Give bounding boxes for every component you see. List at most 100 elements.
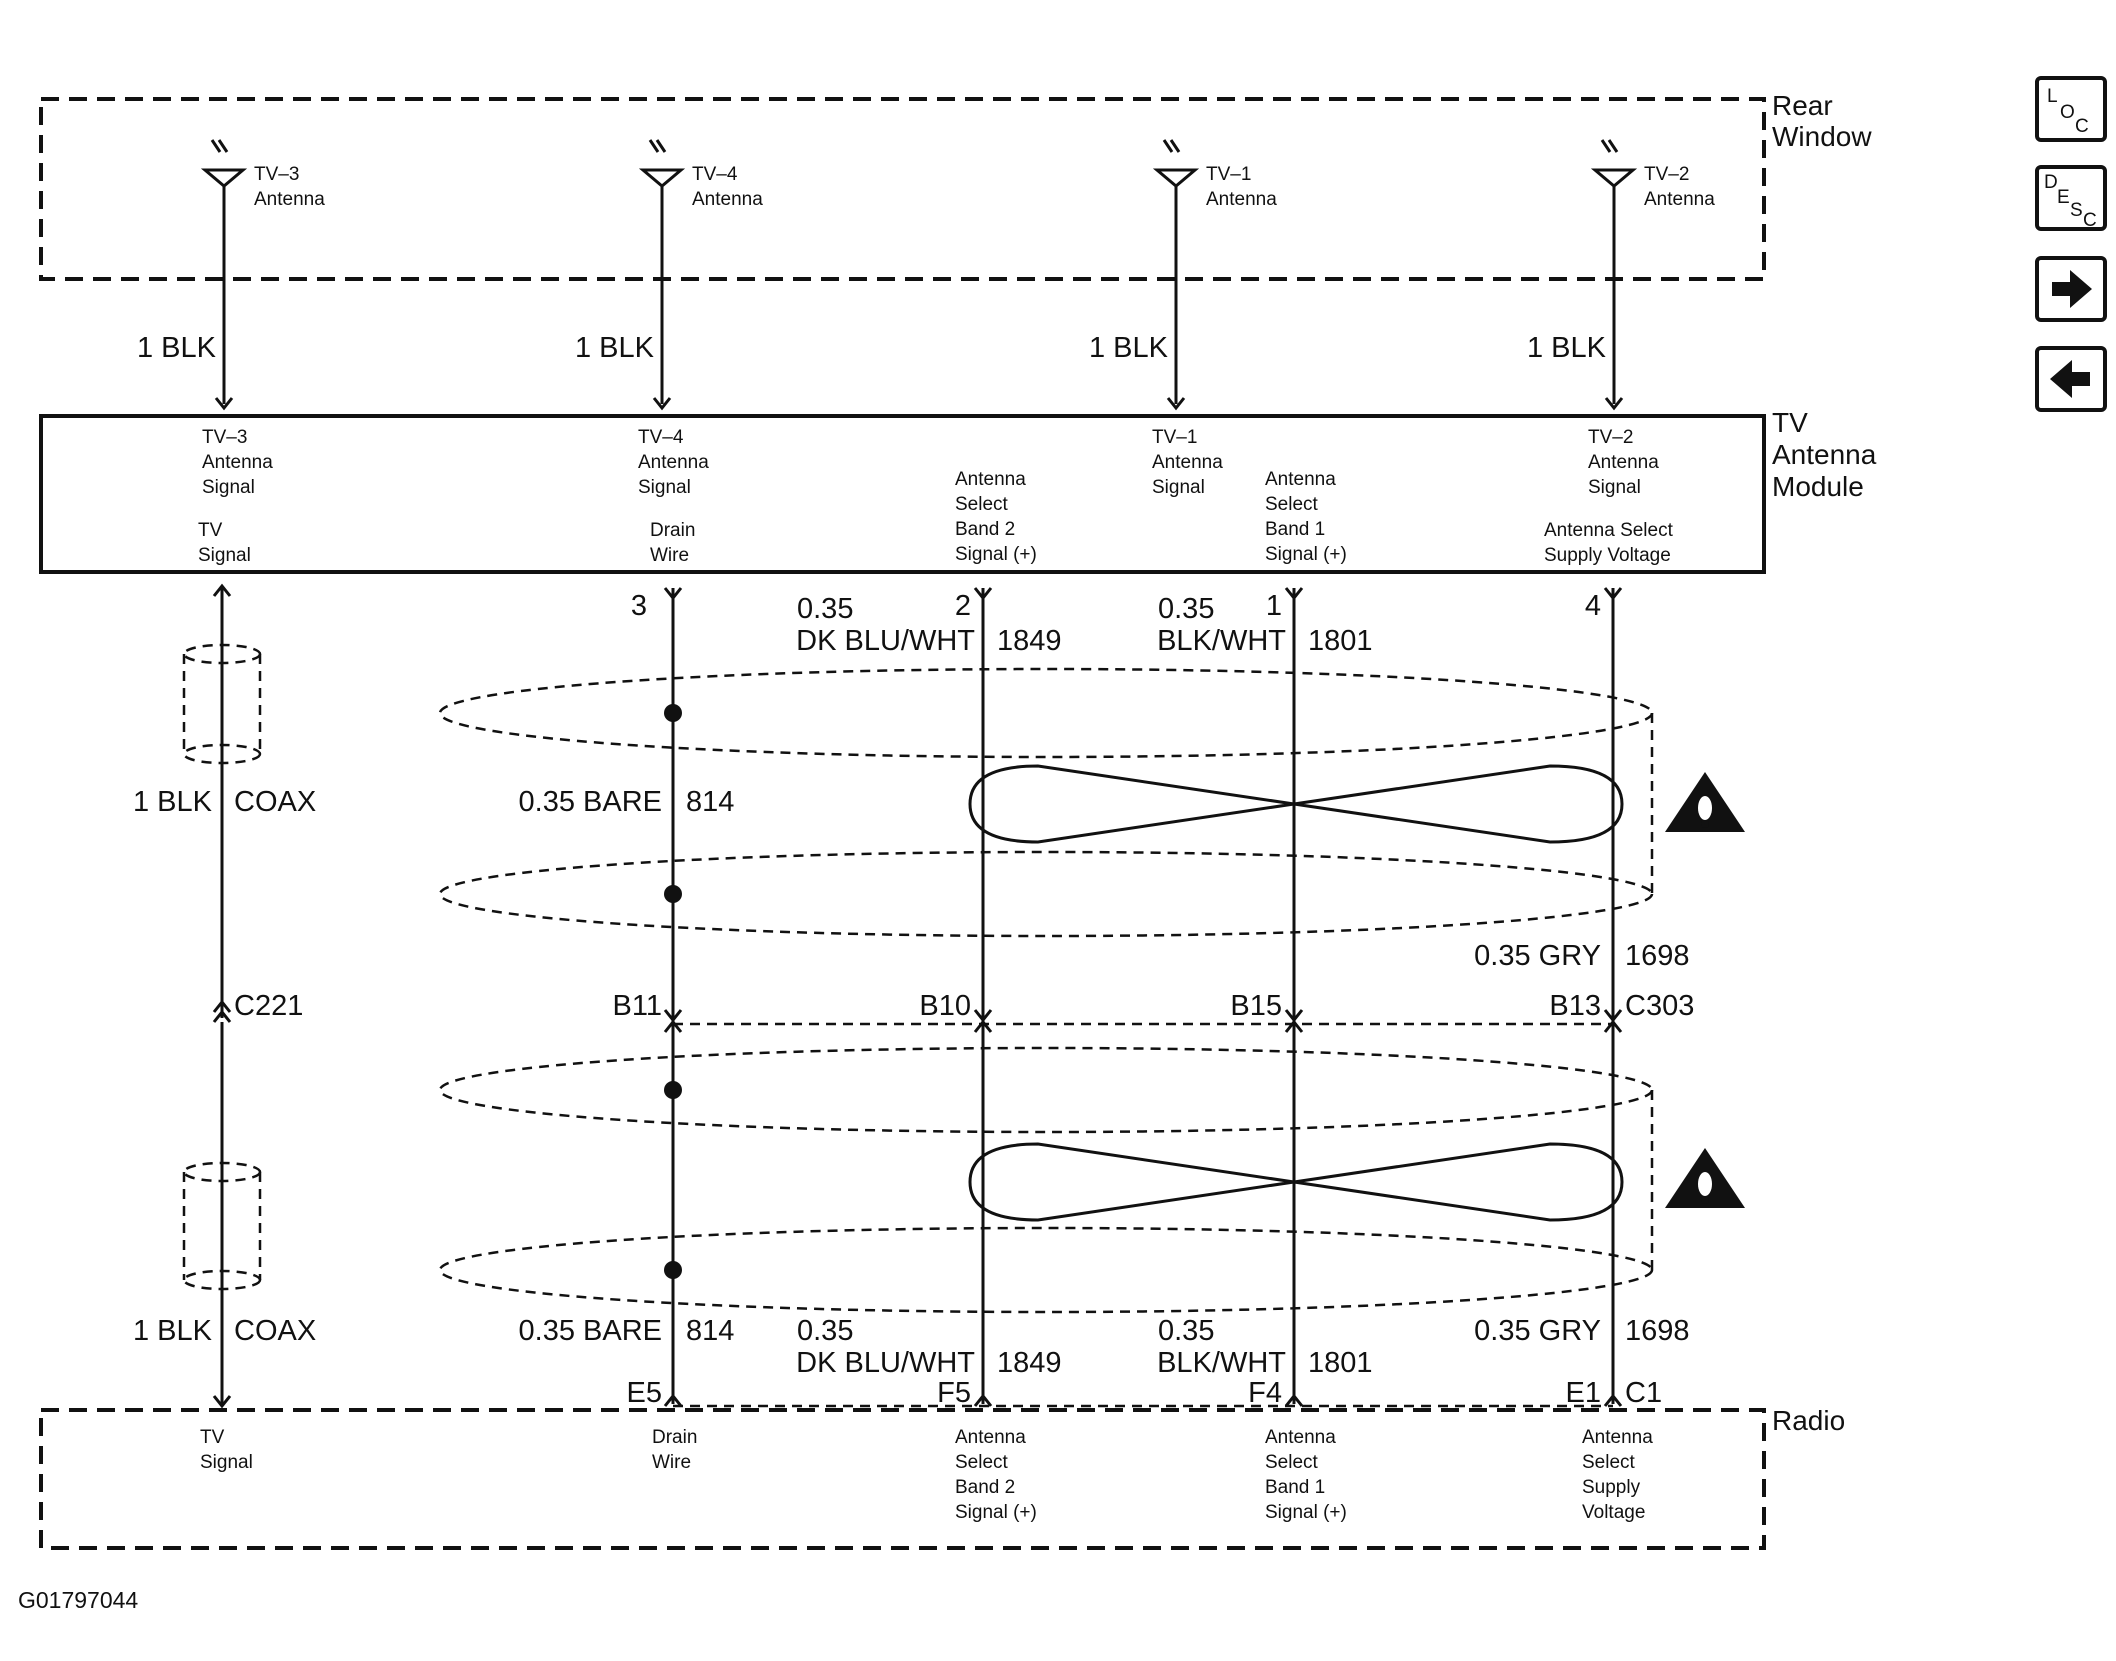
- connector-c303-icons: [663, 1009, 1623, 1023]
- coax-shield-upper: [182, 643, 262, 765]
- module-input-tv4: TV–4 Antenna Signal: [638, 427, 709, 498]
- module-label-line: Signal: [202, 477, 255, 498]
- antenna-tv3: TV–3 Antenna: [200, 139, 325, 210]
- module-label-line: Signal: [638, 477, 691, 498]
- radio-pin-e5: E5: [627, 1377, 662, 1409]
- loc-letter: O: [2060, 102, 2075, 123]
- module-label-line: TV–2: [1588, 427, 1633, 448]
- desc-letter: S: [2070, 200, 2083, 221]
- coax-spec-lower: 1 BLK: [133, 1315, 213, 1347]
- desc-letter: E: [2057, 187, 2070, 208]
- shielded-cable-upper: [438, 667, 1654, 938]
- loc-button[interactable]: L O C: [2035, 76, 2107, 142]
- band1-circuit-lower: 1801: [1308, 1347, 1373, 1379]
- twisted-pair-icon: [968, 764, 1624, 844]
- module-pin-3: 3: [631, 590, 647, 622]
- antenna-icon: [200, 168, 248, 188]
- shielded-cable-lower: [438, 1046, 1654, 1314]
- module-label-1: TV: [1772, 407, 1808, 438]
- radio-pin-e1: E1: [1566, 1377, 1601, 1409]
- module-output-tv-signal: TV Signal: [198, 520, 251, 566]
- radio-label-line: Band 1: [1265, 1477, 1325, 1498]
- module-label-line: Antenna: [1588, 452, 1659, 473]
- connector-pin-b13: B13: [1549, 990, 1601, 1022]
- module-label-line: Band 2: [955, 519, 1015, 540]
- band1-gauge: 0.35: [1158, 593, 1214, 625]
- band1-circuit: 1801: [1308, 625, 1373, 657]
- radio-label-line: Antenna: [1265, 1427, 1336, 1448]
- connector-fork-icons: [663, 587, 1623, 601]
- splice-dot: [664, 1081, 682, 1099]
- module-label-line: Antenna: [955, 469, 1026, 490]
- antenna-label: Antenna: [254, 189, 325, 210]
- splice-dot: [664, 704, 682, 722]
- connector-arrow-icon: [212, 583, 232, 597]
- desc-letter: D: [2044, 172, 2058, 193]
- connector-c303-icons-lower: [663, 1019, 1623, 1033]
- radio-input-supply: Antenna Select Supply Voltage: [1582, 1427, 1653, 1523]
- connector-c303-label: C303: [1625, 990, 1694, 1022]
- radio-box: [39, 1408, 1766, 1550]
- radio-label-line: Supply: [1582, 1477, 1641, 1498]
- connector-arrow-icons: [214, 397, 1624, 411]
- figure-id: G01797044: [18, 1587, 138, 1613]
- band1-gauge-lower: 0.35: [1158, 1315, 1214, 1347]
- radio-input-band2: Antenna Select Band 2 Signal (+): [955, 1427, 1037, 1523]
- connector-pin-b15: B15: [1230, 990, 1282, 1022]
- supply-circuit-lower: 1698: [1625, 1315, 1690, 1347]
- radio-label-line: Drain: [652, 1427, 697, 1448]
- back-button[interactable]: [2035, 346, 2107, 412]
- antenna-wire-label-tv1: 1 BLK: [1089, 332, 1169, 364]
- forward-button[interactable]: [2035, 256, 2107, 322]
- antenna-signal-icon: [1162, 139, 1181, 153]
- module-label-3: Module: [1772, 471, 1864, 502]
- band2-gauge-lower: 0.35: [797, 1315, 853, 1347]
- module-label-line: Band 1: [1265, 519, 1325, 540]
- module-pin-4: 4: [1585, 590, 1601, 622]
- antenna-icon: [1152, 168, 1200, 188]
- antenna-icon: [1590, 168, 1638, 188]
- antenna-signal-icon: [210, 139, 229, 153]
- band2-color-lower: DK BLU/WHT: [796, 1347, 975, 1379]
- band2-circuit: 1849: [997, 625, 1062, 657]
- radio-label-line: Voltage: [1582, 1502, 1645, 1523]
- module-pin-1: 1: [1266, 590, 1282, 622]
- module-input-tv2: TV–2 Antenna Signal: [1588, 427, 1659, 498]
- antenna-wire-label-tv3: 1 BLK: [137, 332, 217, 364]
- module-pin-2: 2: [955, 590, 971, 622]
- warning-triangle-icon: [1665, 772, 1745, 832]
- module-output-supply: Antenna Select Supply Voltage: [1544, 520, 1674, 566]
- antenna-icon: [638, 168, 686, 188]
- splice-dot: [664, 1261, 682, 1279]
- band2-circuit-lower: 1849: [997, 1347, 1062, 1379]
- antenna-wire-label-tv2: 1 BLK: [1527, 332, 1607, 364]
- antenna-signal-icon: [1600, 139, 1619, 153]
- antenna-tv1: TV–1 Antenna: [1152, 139, 1277, 210]
- antenna-name: TV–1: [1206, 164, 1251, 185]
- module-label-line: TV: [198, 520, 223, 541]
- antenna-signal-icon: [648, 139, 667, 153]
- coax-type-upper: COAX: [234, 786, 316, 818]
- radio-label-line: Select: [1582, 1452, 1636, 1473]
- supply-circuit-upper: 1698: [1625, 940, 1690, 972]
- rear-window-label-1: Rear: [1772, 90, 1833, 121]
- radio-label-line: Antenna: [1582, 1427, 1653, 1448]
- arrow-left-icon: [2050, 360, 2090, 398]
- splice-dot: [664, 885, 682, 903]
- band1-color-lower: BLK/WHT: [1157, 1347, 1286, 1379]
- module-output-drain: Drain Wire: [650, 520, 695, 566]
- antenna-tv4: TV–4 Antenna: [638, 139, 763, 210]
- module-label-line: TV–3: [202, 427, 247, 448]
- module-output-band1: Antenna Select Band 1 Signal (+): [1265, 469, 1347, 565]
- antenna-label: Antenna: [1644, 189, 1715, 210]
- desc-button[interactable]: D E S C: [2035, 165, 2107, 231]
- radio-label-line: Band 2: [955, 1477, 1015, 1498]
- radio-pin-f5: F5: [937, 1377, 971, 1409]
- module-label-line: Select: [955, 494, 1009, 515]
- supply-spec-upper: 0.35 GRY: [1474, 940, 1601, 972]
- antenna-tv2: TV–2 Antenna: [1590, 139, 1715, 210]
- module-label-line: TV–4: [638, 427, 684, 448]
- module-label-line: Antenna: [1152, 452, 1223, 473]
- module-label-line: Wire: [650, 545, 689, 566]
